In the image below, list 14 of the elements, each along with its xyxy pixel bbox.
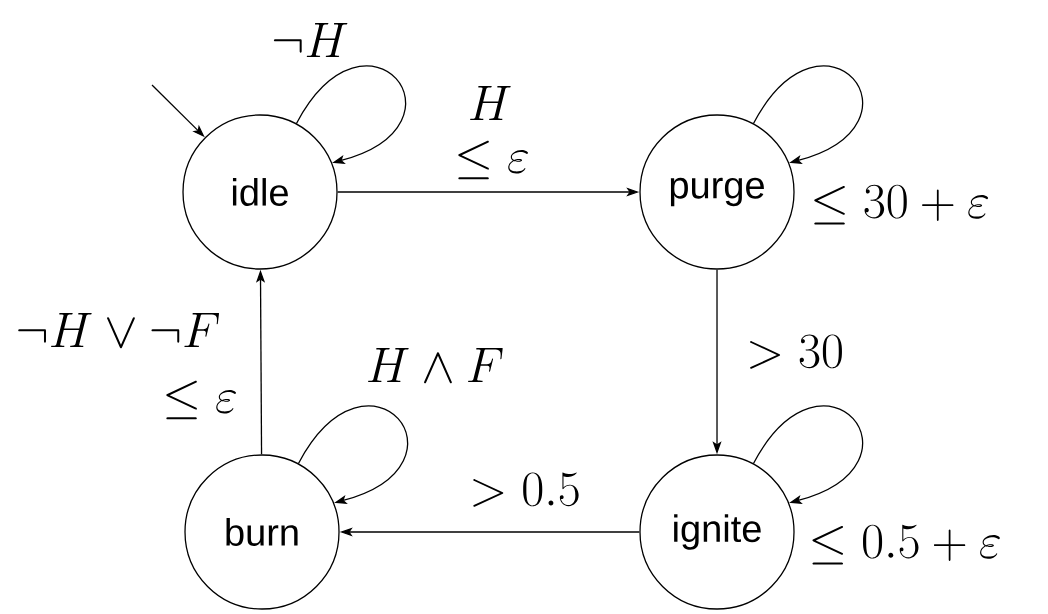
edge-label: $> 30$ bbox=[750, 334, 842, 369]
arrow bbox=[752, 405, 864, 504]
edge-label: $\leq \varepsilon$ bbox=[166, 380, 237, 420]
invariant-label: $\leq 0.5 + \varepsilon$ bbox=[812, 524, 1000, 565]
arrow bbox=[295, 65, 407, 164]
invariant-label: $\leq 30 + \varepsilon$ bbox=[814, 184, 989, 225]
arrow bbox=[297, 405, 409, 504]
guard-label: $H$ bbox=[470, 85, 511, 121]
arrow bbox=[752, 65, 864, 164]
edge-label: $> 0.5$ bbox=[473, 472, 579, 507]
edge-label: $\neg H$ bbox=[273, 22, 348, 58]
edge-label: $H \land F$ bbox=[368, 347, 503, 384]
edge-label: $\leq \varepsilon$ bbox=[458, 140, 529, 180]
guard-label: $\neg H \lor \neg F$ bbox=[18, 312, 220, 349]
